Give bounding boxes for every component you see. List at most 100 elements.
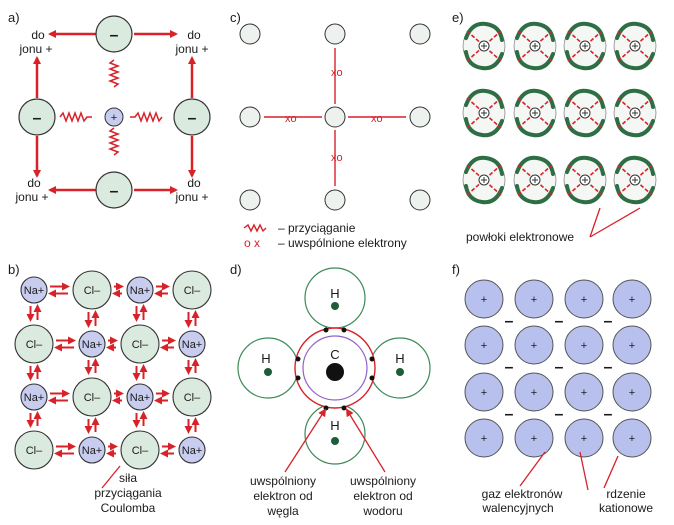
bond-line xyxy=(617,97,653,129)
cation-charge: + xyxy=(481,433,487,445)
hydrogen-nucleus xyxy=(331,437,339,445)
cation-charge: + xyxy=(629,387,635,399)
panel-e-label: e) xyxy=(452,10,464,25)
panel-a: a) – – – – + do jonu + do jonu + do jonu… xyxy=(8,10,211,209)
label-jonu: jonu + xyxy=(174,42,208,56)
panel-d-label: d) xyxy=(230,262,242,277)
atom xyxy=(239,189,261,211)
spring-icon xyxy=(107,59,121,88)
cation-charge: + xyxy=(581,294,587,306)
pointer-line xyxy=(589,207,641,238)
pointer-line xyxy=(603,455,619,489)
bond-line xyxy=(617,30,653,62)
caption-left-1: gaz elektronów xyxy=(482,487,563,501)
panel-f: f) ++++++++++++++++––––––––– gaz elektro… xyxy=(452,262,653,515)
spring-icon xyxy=(107,127,121,156)
atom xyxy=(409,106,431,128)
cation-core xyxy=(514,325,554,365)
cation xyxy=(104,107,124,127)
chloride-ion xyxy=(172,270,212,310)
chloride-ion xyxy=(120,430,160,470)
cation-charge: + xyxy=(531,387,537,399)
bond-line xyxy=(567,164,603,196)
element-symbol: H xyxy=(395,351,404,366)
chloride-label: Cl– xyxy=(132,445,149,457)
valence-electron: – xyxy=(505,359,514,376)
cation-core xyxy=(612,418,652,458)
valence-electron: – xyxy=(604,313,613,330)
hydrogen-nucleus xyxy=(396,368,404,376)
atom xyxy=(239,23,261,45)
cation-charge: + xyxy=(629,294,635,306)
panel-a-label: a) xyxy=(8,10,20,25)
ion-charge: + xyxy=(111,112,117,124)
pointer-line xyxy=(519,451,546,487)
panel-f-label: f) xyxy=(452,262,460,277)
sodium-label: Na+ xyxy=(182,445,203,457)
caption-line-1: siła xyxy=(119,471,137,485)
caption-line-2: przyciągania xyxy=(94,486,162,500)
sodium-ion xyxy=(78,436,106,464)
cation-charge: + xyxy=(531,340,537,352)
label-do: do xyxy=(187,28,201,42)
cation-core xyxy=(464,279,504,319)
caption-left-1: uwspólniony xyxy=(250,474,316,488)
label-do: do xyxy=(27,176,41,190)
cation-core xyxy=(514,279,554,319)
bond-line xyxy=(517,97,553,129)
ion-charge: – xyxy=(33,110,42,127)
sodium-ion xyxy=(20,383,48,411)
electron xyxy=(341,405,347,411)
bond-line xyxy=(517,164,553,196)
cation-core xyxy=(612,325,652,365)
valence-electron: – xyxy=(604,359,613,376)
label-do: do xyxy=(187,176,201,190)
caption-left-2: elektron od xyxy=(253,489,312,503)
chloride-label: Cl– xyxy=(84,392,101,404)
anion xyxy=(95,15,133,53)
cation-core xyxy=(564,279,604,319)
sodium-ion xyxy=(126,383,154,411)
chloride-ion xyxy=(172,377,212,417)
sodium-label: Na+ xyxy=(82,339,103,351)
chloride-label: Cl– xyxy=(132,339,149,351)
spring-icon xyxy=(243,223,267,233)
atom xyxy=(324,23,346,45)
chloride-ion xyxy=(72,377,112,417)
cation-core xyxy=(564,325,604,365)
shared-electrons: xo xyxy=(331,152,343,164)
pointer-arrow xyxy=(284,408,327,473)
panel-c: c) xo xo xo xo – przyciąganie o x – uwsp… xyxy=(230,10,431,250)
electron xyxy=(369,375,375,381)
caption-right-1: uwspólniony xyxy=(350,474,416,488)
chloride-ion xyxy=(14,324,54,364)
element-symbol: C xyxy=(330,347,339,362)
anion xyxy=(95,171,133,209)
panel-b-label: b) xyxy=(8,262,20,277)
bond-line xyxy=(466,164,502,196)
panel-e: e) powłoki elektronowe xyxy=(452,10,657,244)
legend-attract: – przyciąganie xyxy=(278,221,356,235)
shared-electrons: xo xyxy=(371,113,383,125)
cation-core xyxy=(612,279,652,319)
chloride-label: Cl– xyxy=(184,392,201,404)
hydrogen-orbital xyxy=(304,403,366,465)
cation-core xyxy=(514,418,554,458)
atom xyxy=(324,189,346,211)
bond-line xyxy=(567,30,603,62)
bond-line xyxy=(567,164,603,196)
spring-icon xyxy=(130,110,163,124)
valence-electron: – xyxy=(555,313,564,330)
bond-line xyxy=(517,30,553,62)
carbon-inner-orbital xyxy=(302,335,368,401)
valence-electron: – xyxy=(555,406,564,423)
legend-shared: – uwspólnione elektrony xyxy=(278,236,407,250)
cation-charge: + xyxy=(481,387,487,399)
panel-d: d) H H H H C uwspólniony elektron od węg… xyxy=(230,262,431,518)
cation-charge: + xyxy=(531,433,537,445)
sodium-label: Na+ xyxy=(24,285,45,297)
hydrogen-nucleus xyxy=(264,368,272,376)
sodium-label: Na+ xyxy=(130,285,151,297)
label-jonu: jonu + xyxy=(14,190,48,204)
